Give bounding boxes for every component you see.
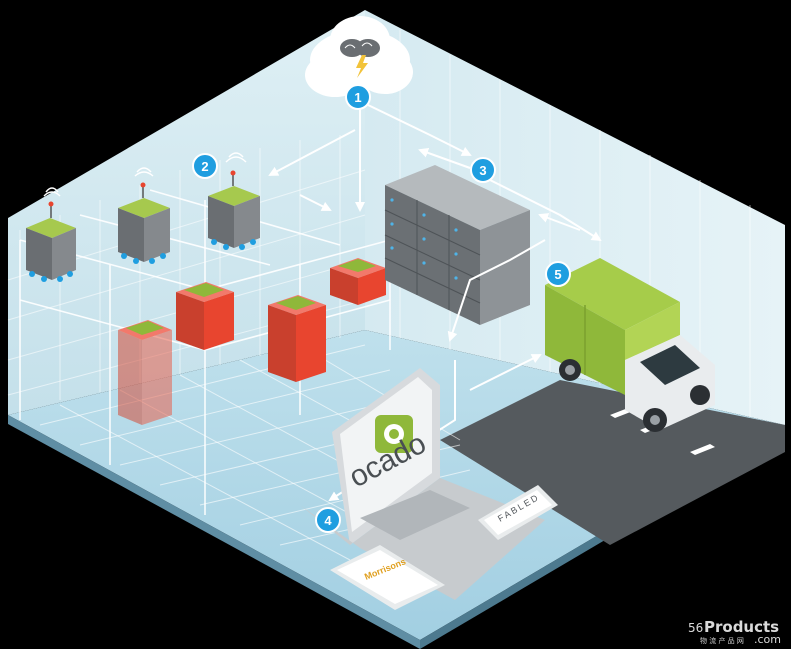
flow-arrows: [268, 100, 602, 502]
tablet: Morrisons: [330, 545, 445, 610]
brain-icon: [340, 39, 380, 57]
road: [440, 380, 785, 545]
robot-1: [26, 187, 76, 282]
svg-text:2: 2: [201, 159, 208, 174]
step-badge-1: 1: [345, 84, 371, 110]
wifi-icon: [134, 167, 154, 177]
crate-stack-3: [268, 295, 326, 382]
laptop: ocado: [300, 368, 545, 600]
wifi-icon: [225, 152, 247, 163]
lightning-icon: [356, 55, 368, 78]
step-badge-4: 4: [315, 507, 341, 533]
crate-stack-4: [330, 258, 386, 305]
step-badge-5: 5: [545, 261, 571, 287]
robot-3: [208, 152, 260, 250]
server-racks: [384, 165, 530, 325]
crate-stack-1: [118, 320, 172, 425]
svg-text:1: 1: [354, 90, 361, 105]
floor-slab-left: [8, 415, 420, 649]
watermark: 56 Products .com 物 流 产 品 网: [688, 618, 781, 646]
ocado-logo-icon: [375, 415, 413, 453]
watermark-domain: .com: [754, 633, 781, 646]
step-badge-2: 2: [192, 153, 218, 179]
phone: FABLED: [478, 485, 558, 540]
watermark-brand: Products: [704, 618, 779, 636]
crate-stack-2: [176, 282, 234, 350]
svg-text:3: 3: [479, 163, 486, 178]
cloud: [305, 16, 413, 97]
watermark-tagline: 物 流 产 品 网: [700, 636, 744, 645]
svg-text:4: 4: [324, 513, 332, 528]
wifi-icon: [43, 187, 61, 197]
svg-text:5: 5: [554, 267, 561, 282]
delivery-van: [545, 258, 715, 432]
step-badge-3: 3: [470, 157, 496, 183]
robot-2: [118, 167, 170, 264]
watermark-number: 56: [688, 621, 703, 635]
